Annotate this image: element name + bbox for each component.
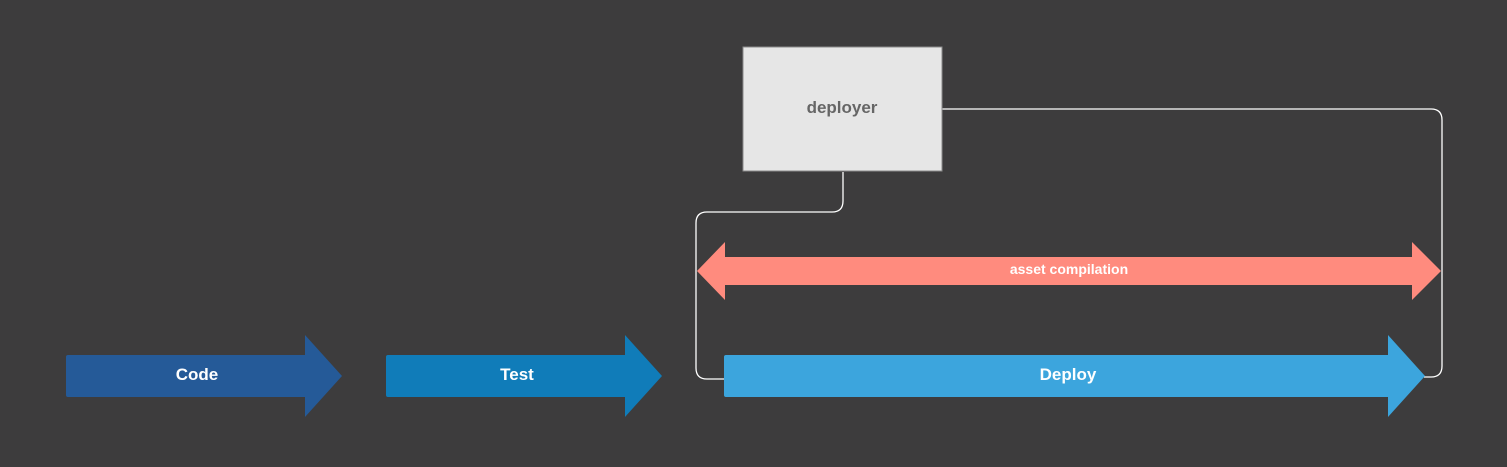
code-arrow-shape [66,335,342,417]
deployer-label: deployer [807,98,878,117]
asset-compilation-arrow: asset compilation [697,242,1441,300]
test-label: Test [500,365,534,384]
connector-deployer-to-deploy-right [942,108,1443,378]
stage-deploy: Deploy [724,335,1425,417]
deployer-box-shape [742,46,943,172]
stage-test: Test [386,335,662,417]
code-label: Code [176,365,219,384]
asset-compilation-label: asset compilation [1010,261,1128,277]
deploy-arrow-shape [724,335,1425,417]
stage-code: Code [66,335,342,417]
connector-deployer-to-deploy-left [695,172,844,380]
asset-compilation-shape [697,242,1441,300]
deploy-label: Deploy [1040,365,1097,384]
test-arrow-shape [386,335,662,417]
deployer-box: deployer [742,46,943,172]
